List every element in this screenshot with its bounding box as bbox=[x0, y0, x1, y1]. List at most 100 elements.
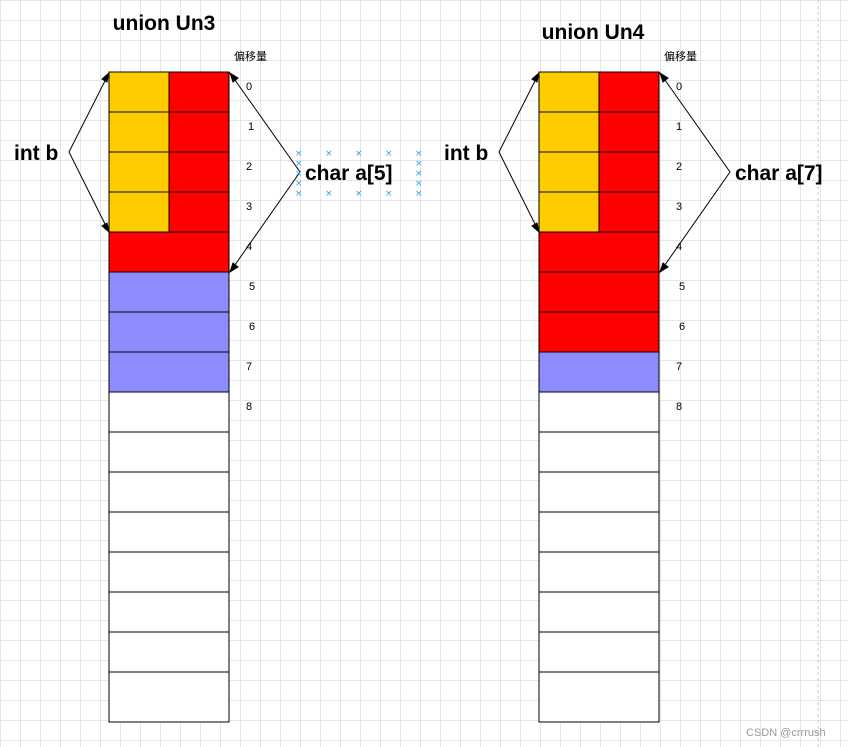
selection-handle: × bbox=[295, 169, 303, 179]
selection-handle: × bbox=[295, 149, 303, 159]
byte-cell-unused bbox=[538, 391, 660, 433]
union-un3-title: union Un3 bbox=[113, 12, 216, 35]
byte-cell-unused bbox=[108, 391, 230, 433]
int-b-arrowhead-top bbox=[531, 71, 540, 83]
selection-handle: × bbox=[355, 149, 363, 159]
offset-label: 6 bbox=[679, 321, 685, 333]
union-un4-int-label: int b bbox=[444, 142, 488, 165]
byte-cell-int-char bbox=[598, 111, 660, 153]
int-b-brace-lines bbox=[498, 72, 540, 233]
int-b-arrowhead-top bbox=[101, 71, 110, 83]
char-a7-brace bbox=[659, 71, 731, 274]
int-b-arrowhead-bottom bbox=[101, 222, 110, 234]
offset-label: 1 bbox=[248, 121, 254, 133]
byte-cell-int-char bbox=[598, 71, 660, 113]
selection-handle: × bbox=[325, 189, 333, 199]
byte-cell-int-char bbox=[598, 151, 660, 193]
selection-handle: × bbox=[415, 159, 423, 169]
selection-handle: × bbox=[385, 189, 393, 199]
offset-label: 2 bbox=[676, 161, 682, 173]
byte-cell-padding bbox=[108, 351, 230, 393]
offset-label: 3 bbox=[246, 201, 252, 213]
offset-label: 5 bbox=[249, 281, 255, 293]
offset-label: 0 bbox=[246, 81, 252, 93]
offset-label: 0 bbox=[676, 81, 682, 93]
byte-cell-padding bbox=[538, 351, 660, 393]
byte-cell-unused bbox=[108, 431, 230, 473]
byte-cell-unused bbox=[108, 551, 230, 593]
byte-cell-unused bbox=[108, 671, 230, 723]
byte-cell-int-char bbox=[168, 71, 230, 113]
char-a5-brace bbox=[229, 71, 301, 274]
int-b-brace bbox=[498, 71, 540, 234]
union-un4-title: union Un4 bbox=[542, 21, 645, 44]
selection-handle: × bbox=[415, 179, 423, 189]
byte-cell-int-char bbox=[538, 191, 600, 233]
byte-cell-char bbox=[538, 271, 660, 313]
byte-cell-int-char bbox=[598, 191, 660, 233]
byte-cell-int-char bbox=[168, 111, 230, 153]
byte-cell-int-char bbox=[168, 151, 230, 193]
selection-handle: × bbox=[415, 169, 423, 179]
char-a5-arrowhead-top bbox=[229, 71, 239, 83]
byte-cell-unused bbox=[108, 591, 230, 633]
byte-cell-char bbox=[538, 231, 660, 273]
union-un4-char-label: char a[7] bbox=[735, 162, 823, 185]
selection-handle: × bbox=[415, 149, 423, 159]
selection-handle: × bbox=[325, 149, 333, 159]
union-un3: union Un3 偏移量 0 1 2 3 4 5 6 7 8 int b × × × × × … bbox=[14, 12, 423, 723]
byte-cell-unused bbox=[538, 511, 660, 553]
byte-cell-unused bbox=[538, 671, 660, 723]
watermark: CSDN @crrrush bbox=[746, 727, 826, 739]
byte-cell-int-char bbox=[168, 191, 230, 233]
union-un3-offsets: 0 1 2 3 4 5 6 7 8 bbox=[246, 81, 255, 413]
offset-label: 1 bbox=[676, 121, 682, 133]
byte-cell-char bbox=[538, 311, 660, 353]
char-a7-arrowhead-top bbox=[659, 71, 669, 83]
byte-cell-int-char bbox=[538, 71, 600, 113]
byte-cell-int-char bbox=[108, 111, 170, 153]
int-b-brace-lines bbox=[68, 72, 110, 233]
offset-label: 5 bbox=[679, 281, 685, 293]
int-b-brace bbox=[68, 71, 110, 234]
offset-label: 2 bbox=[246, 161, 252, 173]
offset-label: 8 bbox=[246, 401, 252, 413]
char-a5-arrowhead-bottom bbox=[229, 262, 239, 274]
byte-cell-unused bbox=[538, 631, 660, 673]
byte-cell-padding bbox=[108, 271, 230, 313]
offset-label: 4 bbox=[246, 241, 252, 253]
offset-label: 8 bbox=[676, 401, 682, 413]
byte-cell-unused bbox=[538, 471, 660, 513]
union-un3-offset-header: 偏移量 bbox=[234, 49, 267, 63]
union-un3-char-label: char a[5] bbox=[305, 162, 393, 185]
byte-cell-int-char bbox=[108, 151, 170, 193]
byte-cell-char bbox=[108, 231, 230, 273]
selection-handle: × bbox=[355, 189, 363, 199]
offset-label: 7 bbox=[246, 361, 252, 373]
union-un3-cells bbox=[108, 71, 230, 723]
union-un4-cells bbox=[538, 71, 660, 723]
byte-cell-unused bbox=[538, 431, 660, 473]
byte-cell-unused bbox=[538, 591, 660, 633]
byte-cell-padding bbox=[108, 311, 230, 353]
union-un3-int-label: int b bbox=[14, 142, 58, 165]
byte-cell-int-char bbox=[538, 111, 600, 153]
byte-cell-int-char bbox=[538, 151, 600, 193]
offset-label: 4 bbox=[676, 241, 682, 253]
offset-label: 3 bbox=[676, 201, 682, 213]
union-un4-offset-header: 偏移量 bbox=[664, 49, 697, 63]
char-a5-brace-lines bbox=[229, 72, 301, 273]
byte-cell-int-char bbox=[108, 71, 170, 113]
byte-cell-unused bbox=[108, 471, 230, 513]
byte-cell-unused bbox=[538, 551, 660, 593]
selection-handle: × bbox=[295, 179, 303, 189]
char-a7-brace-lines bbox=[659, 72, 731, 273]
int-b-arrowhead-bottom bbox=[531, 222, 540, 234]
offset-label: 6 bbox=[249, 321, 255, 333]
selection-handles: × × × × × × × × × × × × × × × × bbox=[295, 149, 423, 199]
char-a7-arrowhead-bottom bbox=[659, 262, 669, 274]
byte-cell-unused bbox=[108, 631, 230, 673]
